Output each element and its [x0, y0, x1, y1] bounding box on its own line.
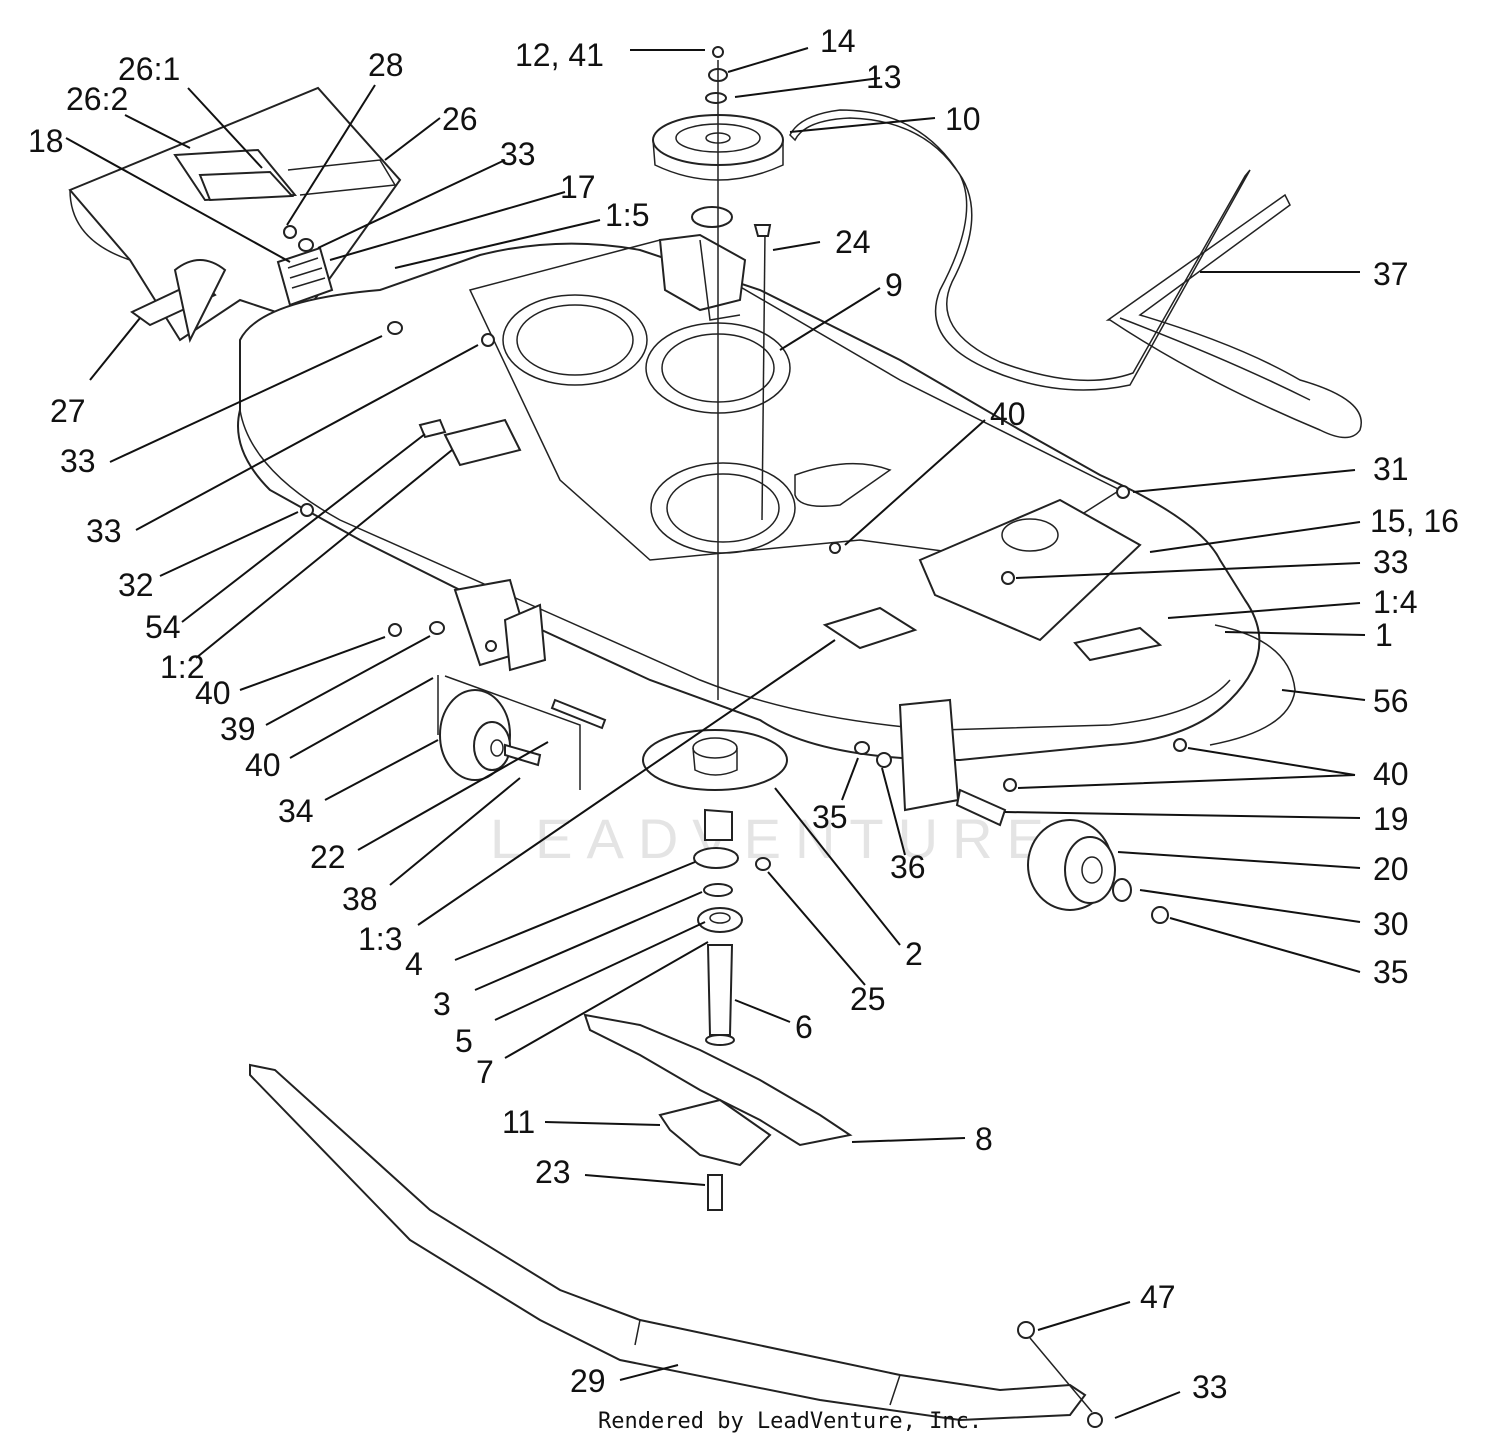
callout-47: 47	[1140, 1279, 1176, 1315]
callout-36: 36	[890, 849, 926, 885]
callout-38: 38	[342, 881, 378, 917]
callout-labels: 12, 41 14 13 10 26:1 26:2 28 18 26 33 17…	[28, 23, 1459, 1405]
callout-11: 11	[502, 1104, 535, 1140]
callout-28: 28	[368, 47, 404, 83]
callout-26: 26	[442, 101, 478, 137]
front-bumper	[249, 1063, 1103, 1428]
callout-1-5: 1:5	[605, 197, 649, 233]
lower-spindle	[642, 729, 788, 1046]
callout-33-e: 33	[1192, 1369, 1228, 1405]
callout-15-16: 15, 16	[1370, 503, 1459, 539]
callout-33-c: 33	[86, 513, 122, 549]
callout-25: 25	[850, 981, 886, 1017]
callout-8: 8	[975, 1121, 993, 1157]
callout-5: 5	[455, 1023, 473, 1059]
callout-56: 56	[1373, 683, 1409, 719]
mower-deck	[237, 233, 1296, 812]
callout-37: 37	[1373, 256, 1409, 292]
callout-40-b: 40	[195, 675, 231, 711]
callout-33-b: 33	[60, 443, 96, 479]
top-spindle-stack	[652, 46, 784, 700]
callout-32: 32	[118, 567, 154, 603]
callout-29: 29	[570, 1363, 606, 1399]
callout-7: 7	[476, 1054, 494, 1090]
callout-10: 10	[945, 101, 981, 137]
callout-1: 1	[1375, 617, 1393, 653]
callout-27: 27	[50, 393, 86, 429]
callout-12-41: 12, 41	[515, 37, 604, 73]
belt	[789, 109, 1362, 439]
callout-2: 2	[905, 936, 923, 972]
callout-26-1: 26:1	[118, 51, 180, 87]
callout-22: 22	[310, 839, 346, 875]
callout-19: 19	[1373, 801, 1409, 837]
callout-40-c: 40	[245, 747, 281, 783]
callout-14: 14	[820, 23, 856, 59]
callout-33-d: 33	[1373, 544, 1409, 580]
callout-13: 13	[866, 59, 902, 95]
front-wheel	[437, 675, 607, 790]
callout-30: 30	[1373, 906, 1409, 942]
rear-wheel	[955, 788, 1169, 924]
callout-40-d: 40	[1373, 756, 1409, 792]
deck-drawing	[68, 46, 1362, 1428]
callout-3: 3	[433, 986, 451, 1022]
callout-1-2: 1:2	[160, 649, 204, 685]
callout-35-a: 35	[812, 799, 848, 835]
callout-33-a: 33	[500, 136, 536, 172]
callout-23: 23	[535, 1154, 571, 1190]
callout-40-a: 40	[990, 396, 1026, 432]
callout-20: 20	[1373, 851, 1409, 887]
callout-39: 39	[220, 711, 256, 747]
callout-4: 4	[405, 946, 423, 982]
callout-1-4: 1:4	[1373, 584, 1417, 620]
credit-line: Rendered by LeadVenture, Inc.	[598, 1409, 982, 1434]
callout-54: 54	[145, 609, 181, 645]
hardware	[276, 225, 1187, 792]
leader-lines	[65, 47, 1366, 1419]
callout-35-b: 35	[1373, 954, 1409, 990]
callout-6: 6	[795, 1009, 813, 1045]
callout-17: 17	[560, 169, 596, 205]
callout-1-3: 1:3	[358, 921, 402, 957]
callout-26-2: 26:2	[66, 81, 128, 117]
blade	[583, 1013, 853, 1211]
callout-9: 9	[885, 267, 903, 303]
callout-24: 24	[835, 224, 871, 260]
callout-18: 18	[28, 123, 64, 159]
callout-34: 34	[278, 793, 314, 829]
callout-31: 31	[1373, 451, 1409, 487]
